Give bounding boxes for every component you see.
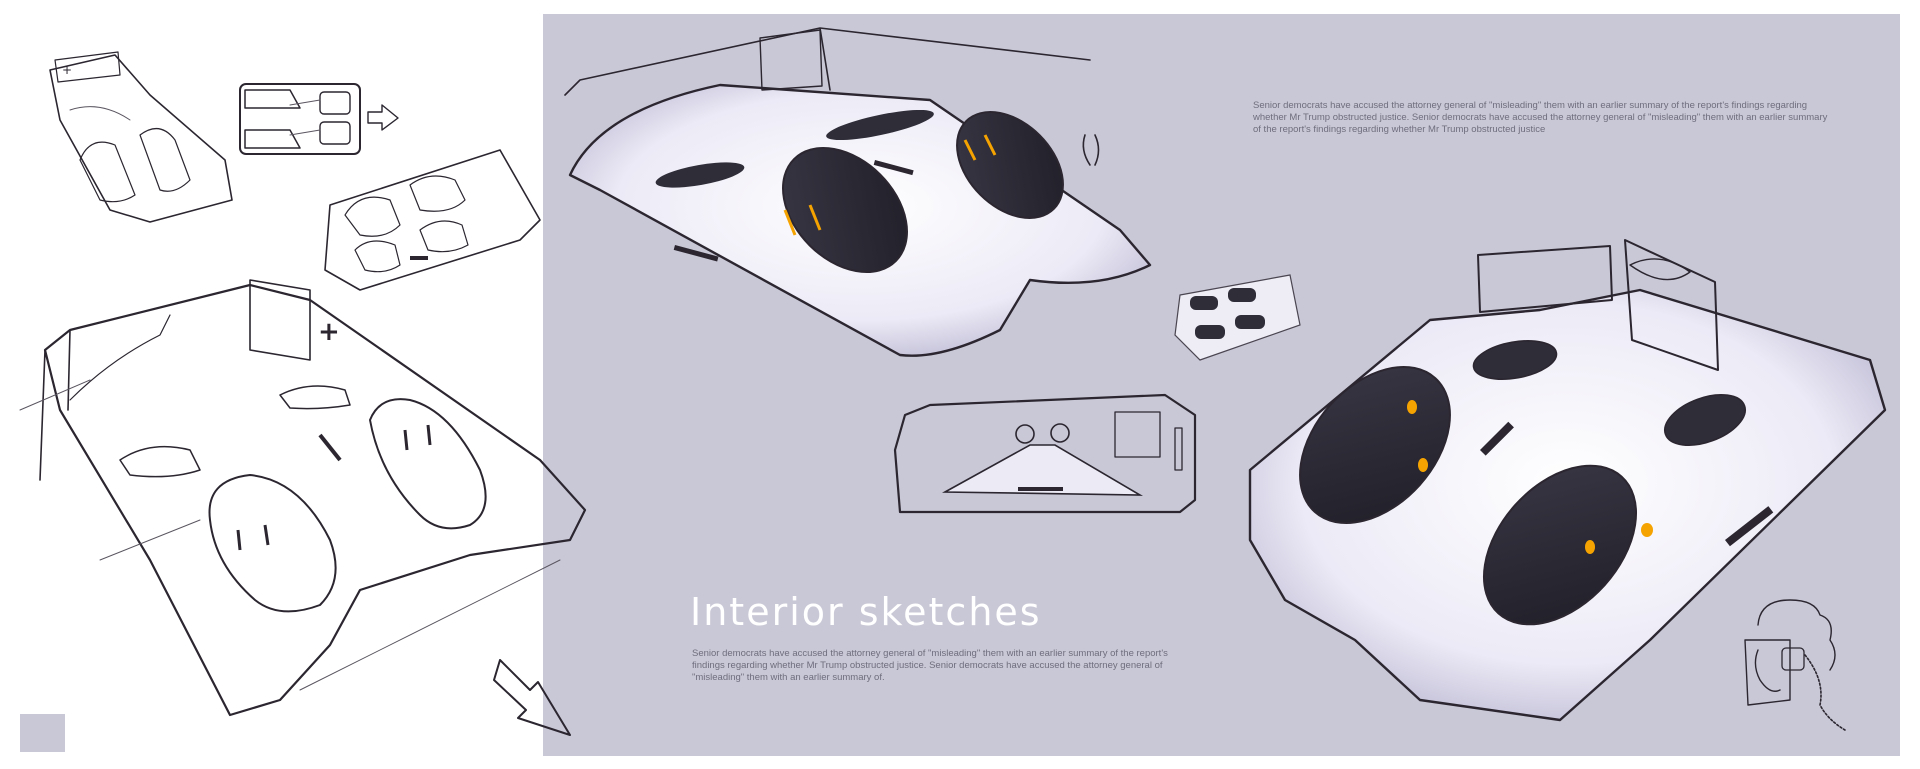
- rendered-interior-front: [564, 27, 1152, 357]
- page-title: Interior sketches: [690, 590, 1042, 634]
- pencil-interior-four-seat: [324, 149, 541, 291]
- color-swatch: [20, 714, 65, 752]
- side-section-sketch: [893, 393, 1197, 514]
- rendered-interior-rear: [1248, 239, 1887, 722]
- rendered-mini-layout: [1174, 274, 1301, 361]
- pencil-interior-large: +: [19, 279, 587, 736]
- pencil-interior-topview-small: +: [49, 51, 233, 223]
- svg-text:+: +: [318, 317, 340, 347]
- pencil-layout-topdown-with-arrow: [239, 83, 399, 155]
- passenger-head-sketch: [1744, 599, 1846, 731]
- caption-left: Senior democrats have accused the attorn…: [692, 648, 1168, 683]
- caption-right: Senior democrats have accused the attorn…: [1253, 100, 1828, 135]
- svg-text:+: +: [62, 63, 72, 77]
